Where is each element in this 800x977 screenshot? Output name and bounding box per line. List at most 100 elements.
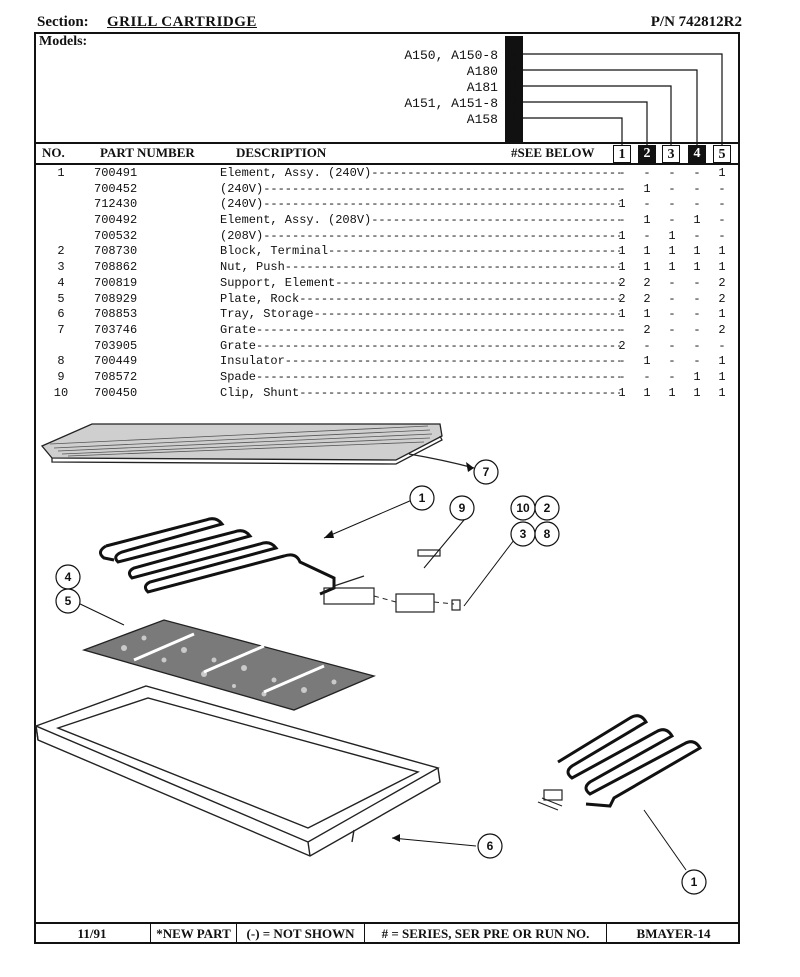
col-box-2: 2 [638,145,656,163]
model-name: A151, A151-8 [404,96,498,111]
footer-bar: 11/91 *NEW PART (-) = NOT SHOWN # = SERI… [34,922,740,944]
qty-col-3: 1 [668,244,676,259]
footer-new-part: *NEW PART [150,923,236,944]
item-number: 9 [57,369,65,384]
qty-col-3: - [668,181,676,196]
qty-col-1: 1 [618,385,626,400]
qty-col-5: 2 [718,322,726,337]
qty-col-3: - [668,307,676,322]
qty-col-3: - [668,354,676,369]
qty-col-1: - [618,369,626,384]
qty-col-5: 1 [718,385,726,400]
qty-col-2: 2 [643,291,651,306]
part-number: 700491 [94,166,138,180]
table-row: 2 708730 Block, Terminal------------------… [34,244,740,260]
part-number: 708730 [94,244,138,259]
footer-not-shown: (-) = NOT SHOWN [236,923,364,944]
qty-col-1: 1 [618,228,626,243]
part-description: (208V)----------------------------------… [220,228,620,243]
part-number: 700819 [94,275,138,290]
qty-col-2: 2 [643,275,651,290]
qty-col-2: 1 [643,307,651,322]
qty-col-4: - [693,291,701,306]
qty-col-2: 1 [643,244,651,259]
model-connector-lines [521,53,723,145]
table-row: 3 708862 Nut, Push------------------------… [34,260,740,276]
qty-col-1: - [618,213,626,228]
model-name: A180 [466,64,498,79]
part-description: (240V)----------------------------------… [220,197,620,212]
part-description: Nut, Push-------------------------------… [220,260,620,275]
part-number: 712430 [94,197,138,212]
model-name: A150, A150-8 [404,48,498,63]
qty-col-2: - [643,166,651,180]
qty-col-5: 1 [718,369,726,384]
qty-col-2: 2 [643,322,651,337]
part-number: 700449 [94,354,138,369]
item-number: 7 [57,322,65,337]
qty-col-1: - [618,322,626,337]
table-row: 700532(208V)----------------------------… [34,229,740,245]
qty-col-2: 1 [643,385,651,400]
col-header-part-number: PART NUMBER [100,145,195,160]
callout-9: 9 [459,501,466,515]
part-number-title: P/N 742812R2 [650,14,742,30]
qty-col-4: 1 [693,369,701,384]
section-label: Section: [37,14,89,30]
item-number: 1 [57,166,65,180]
qty-col-2: 1 [643,354,651,369]
item-number: 4 [57,275,65,290]
callout-5: 5 [65,594,72,608]
col-box-1: 1 [613,145,631,163]
qty-col-2: 1 [643,260,651,275]
section-name: GRILL CARTRIDGE [107,14,257,30]
qty-col-4: - [693,338,701,353]
qty-col-5: 1 [718,260,726,275]
part-number: 708862 [94,260,138,275]
qty-col-3: 1 [668,385,676,400]
part-description: (240V)----------------------------------… [220,181,620,196]
table-row: 712430 (240V)----------------------------… [34,197,740,213]
item-number: 3 [57,260,65,275]
grate-drawing [40,423,443,465]
item-number: 2 [57,244,65,259]
qty-col-5: - [718,228,726,243]
qty-col-5: - [718,338,726,353]
qty-col-1: 2 [618,275,626,290]
qty-col-5: 1 [718,166,726,180]
part-description: Element, Assy. (240V)-------------------… [220,166,620,180]
part-number: 703746 [94,322,138,337]
part-description: Block, Terminal-------------------------… [220,244,620,259]
qty-col-4: 1 [693,213,701,228]
qty-col-3: 1 [668,260,676,275]
qty-col-1: - [618,354,626,369]
part-description: Insulator-------------------------------… [220,354,620,369]
rock-plate-drawing [81,619,376,711]
col-box-5: 5 [713,145,731,163]
qty-col-4: - [693,228,701,243]
qty-col-4: - [693,354,701,369]
callout-7: 7 [483,465,490,479]
part-number: 700492 [94,213,138,228]
model-col-box: 5 [507,47,520,62]
qty-col-3: - [668,322,676,337]
qty-col-5: 2 [718,275,726,290]
page-frame [34,32,740,944]
table-header-separator [34,163,740,165]
qty-col-2: 1 [643,181,651,196]
callout-4: 4 [65,570,72,584]
model-name: A158 [466,112,498,127]
qty-col-5: - [718,197,726,212]
model-name: A181 [466,80,498,95]
col-box-4: 4 [688,145,706,163]
col-header-description: DESCRIPTION [236,145,327,160]
part-description: Tray, Storage---------------------------… [220,307,620,322]
